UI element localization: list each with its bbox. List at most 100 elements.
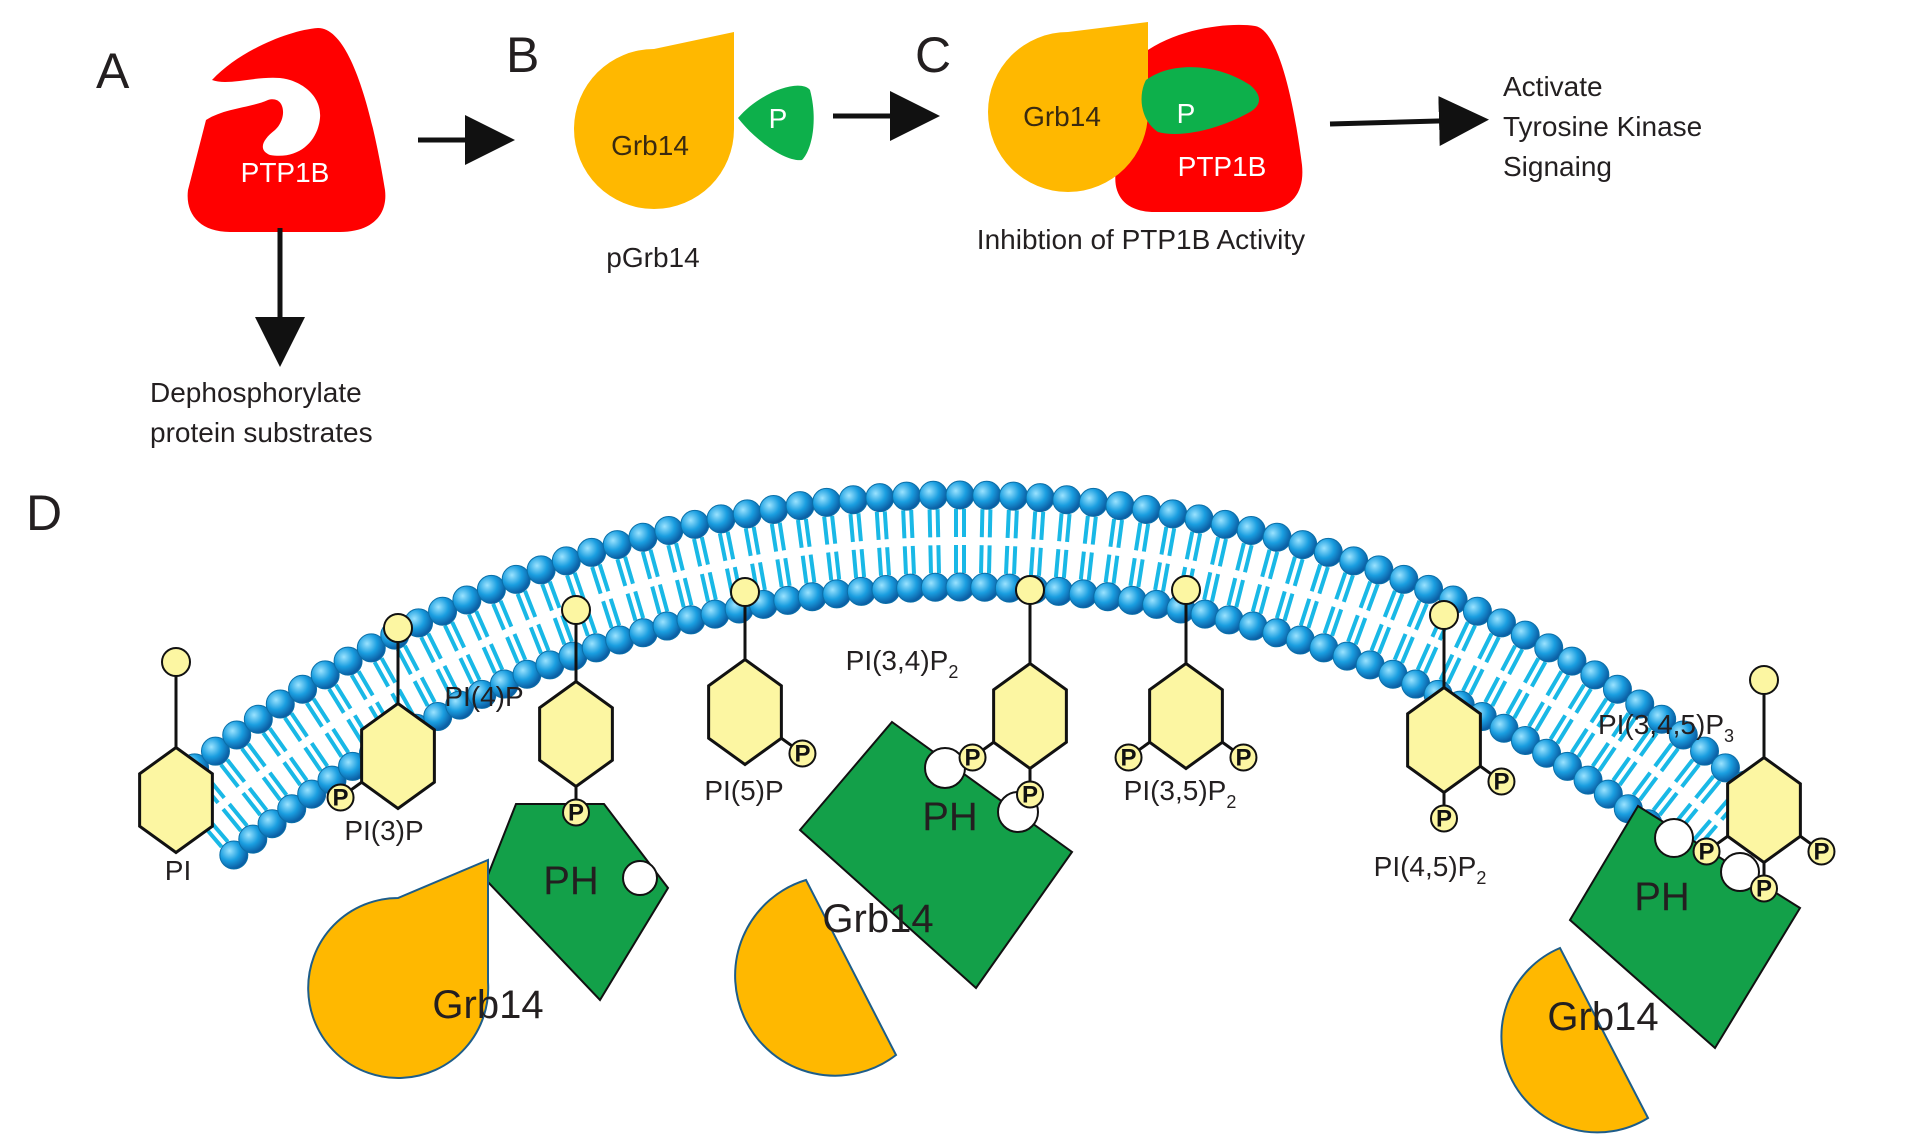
lipid-tail (261, 731, 282, 757)
lipid-tail (334, 683, 353, 710)
lipid-tail (625, 593, 638, 622)
lipid-tail (803, 518, 812, 547)
lipid-tail (597, 563, 611, 592)
lipid-tail (666, 544, 677, 573)
grb14-shape-c (988, 22, 1148, 192)
lipid-tail (1111, 555, 1120, 584)
ph-label-2: PH (922, 795, 978, 839)
lipid-head-outer (243, 704, 273, 734)
ph-label-1: PH (543, 859, 599, 903)
lipid-tail (261, 776, 282, 802)
lipid-head-outer (1486, 608, 1516, 638)
lipid-tail (397, 688, 415, 716)
pgrb14-caption: pGrb14 (606, 242, 699, 273)
lipid-tail (1250, 583, 1263, 613)
lipid-tail (505, 636, 520, 664)
lipid-tail (1423, 646, 1439, 674)
lipid-head-outer (501, 564, 531, 594)
lipid-tail (851, 549, 859, 578)
lipid-tail (783, 557, 792, 587)
lipid-tail (1036, 547, 1043, 576)
lipid-head-outer (759, 494, 789, 524)
pi5p-headgroup: P (707, 577, 817, 768)
pi34p2-headgroup: PP (958, 575, 1068, 809)
phosphate-letter: P (1699, 838, 1715, 865)
lipid-tail (1414, 603, 1429, 631)
lipid-tail (795, 519, 804, 549)
lipid-tail (331, 727, 350, 754)
lipid-tail (481, 646, 497, 674)
lipid-head-inner (1093, 582, 1123, 612)
lipid-tail (1057, 513, 1064, 542)
lipid-head-inner (652, 611, 682, 641)
lipid-head-inner (219, 840, 249, 870)
dephosphorylate-label: Dephosphorylate protein substrates (150, 377, 373, 448)
lipid-tail (426, 632, 443, 660)
lipid-tail (491, 603, 506, 631)
phosphate-letter: P (1436, 806, 1452, 833)
lipid-tail (1445, 657, 1462, 685)
lipid-tail (910, 545, 916, 575)
lipid-tail (1306, 600, 1319, 629)
lipid-tail (830, 515, 838, 544)
lipid-tail (1298, 598, 1312, 627)
lipid-tail (467, 613, 483, 641)
lipid-head-outer (602, 530, 632, 560)
lipid-tail (979, 509, 985, 538)
lipid-tail (435, 668, 452, 696)
lipid-tail (1589, 697, 1609, 724)
lipid-tail (1512, 692, 1530, 719)
lipid-tail (979, 545, 984, 574)
lipid-tail (707, 571, 718, 601)
lipid-tail (1461, 624, 1477, 652)
phosphate-letter: P (333, 784, 349, 811)
lipid-tail (396, 648, 413, 676)
lipid-tail (1632, 727, 1652, 753)
lipid-tail (601, 600, 614, 629)
lipid-tail (268, 727, 288, 753)
lipid-tail (1258, 586, 1270, 615)
lipid-tail (1285, 556, 1297, 585)
lipid-tail (901, 510, 907, 539)
lipid-head-outer (1236, 516, 1266, 546)
lipid-head-inner (970, 572, 1000, 602)
lipid-head-outer (1414, 574, 1444, 604)
lipid-tail (443, 624, 459, 652)
lipid-tail (498, 600, 514, 628)
lipid-tail (777, 522, 787, 551)
lipid-tail (1234, 579, 1245, 608)
lipid-tail (1673, 758, 1695, 784)
lipid-tail (657, 583, 670, 613)
lipid-tail (450, 621, 466, 649)
lipid-tail (608, 598, 622, 627)
lipid-tail (1534, 705, 1552, 732)
pi4p-label: PI(4)P (444, 681, 523, 712)
lipid-tail (775, 559, 784, 588)
phosphate-group (1229, 743, 1258, 772)
lipid-tail (219, 763, 240, 788)
lipid-tail (633, 590, 646, 619)
lipid-tail (1108, 518, 1117, 547)
ph-grb14-complex-3 (1500, 804, 1802, 1134)
lipid-head-inner (945, 572, 975, 602)
lipid-tail (1570, 727, 1589, 754)
phosphate-letter: P (794, 740, 810, 767)
lipid-tail (560, 614, 574, 643)
lipid-tail (419, 636, 436, 664)
grb14-label-c: Grb14 (1023, 101, 1101, 132)
lipid-tail (1567, 683, 1586, 710)
lipid-head-outer (1668, 720, 1698, 750)
lipid-tail (515, 593, 530, 621)
lipid-head-inner (1068, 579, 1098, 609)
lipid-tail (246, 742, 267, 768)
phosphate-group (1750, 874, 1778, 903)
grb14-label-d1: Grb14 (432, 983, 543, 1027)
lipid-tail (1611, 756, 1632, 782)
pi3p-headgroup: P (326, 613, 436, 812)
lipid-head-outer (1710, 753, 1740, 783)
lipid-tail (590, 566, 603, 595)
lipid-head-outer (1690, 736, 1720, 766)
lipid-tail (1322, 606, 1336, 634)
lipid-head-inner (1142, 589, 1172, 619)
lipid-head-outer (1462, 596, 1492, 626)
